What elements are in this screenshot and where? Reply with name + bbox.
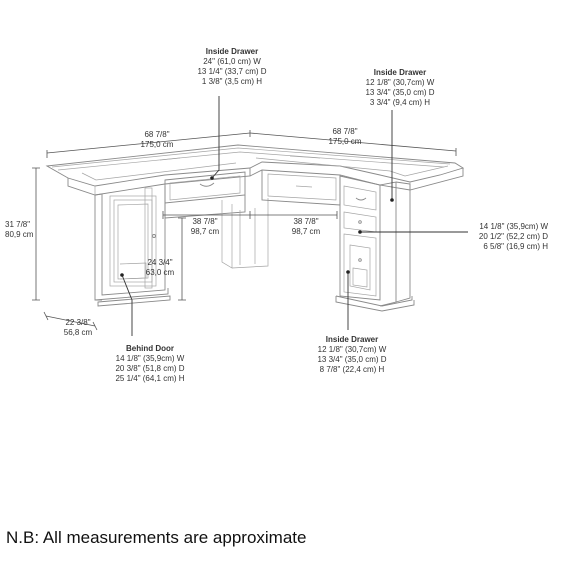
depth-right-label: 38 7/8" 98,7 cm xyxy=(291,217,321,236)
inside-drawer-bottom-label: Inside Drawer 12 1/8" (30,7cm) W 13 3/4"… xyxy=(317,335,387,374)
knee-height-label: 24 3/4" 63,0 cm xyxy=(145,258,175,277)
approximate-note: N.B: All measurements are approximate xyxy=(6,528,307,547)
leader-lines xyxy=(120,96,468,336)
file-drawer-label: 14 1/8" (35,9cm) W 20 1/2" (52,2 cm) D 6… xyxy=(478,222,548,251)
width-left-label: 68 7/8" 175,0 cm xyxy=(140,130,174,149)
dimension-lines xyxy=(32,130,457,331)
inside-drawer-top-label: Inside Drawer 24" (61,0 cm) W 13 1/4" (3… xyxy=(197,47,267,86)
inside-drawer-right-label: Inside Drawer 12 1/8" (30,7cm) W 13 3/4"… xyxy=(365,68,435,107)
side-depth-label: 22 3/8" 56,8 cm xyxy=(63,318,93,337)
width-right-label: 68 7/8" 175,0 cm xyxy=(328,127,362,146)
left-pedestal xyxy=(94,186,171,307)
desk-top xyxy=(45,144,465,196)
height-total-label: 31 7/8" 80,9 cm xyxy=(5,220,34,239)
depth-left-label: 38 7/8" 98,7 cm xyxy=(190,217,220,236)
right-return xyxy=(261,170,415,312)
center-drawer xyxy=(164,171,269,269)
behind-door-label: Behind Door 14 1/8" (35,9cm) W 20 3/8" (… xyxy=(115,344,185,383)
